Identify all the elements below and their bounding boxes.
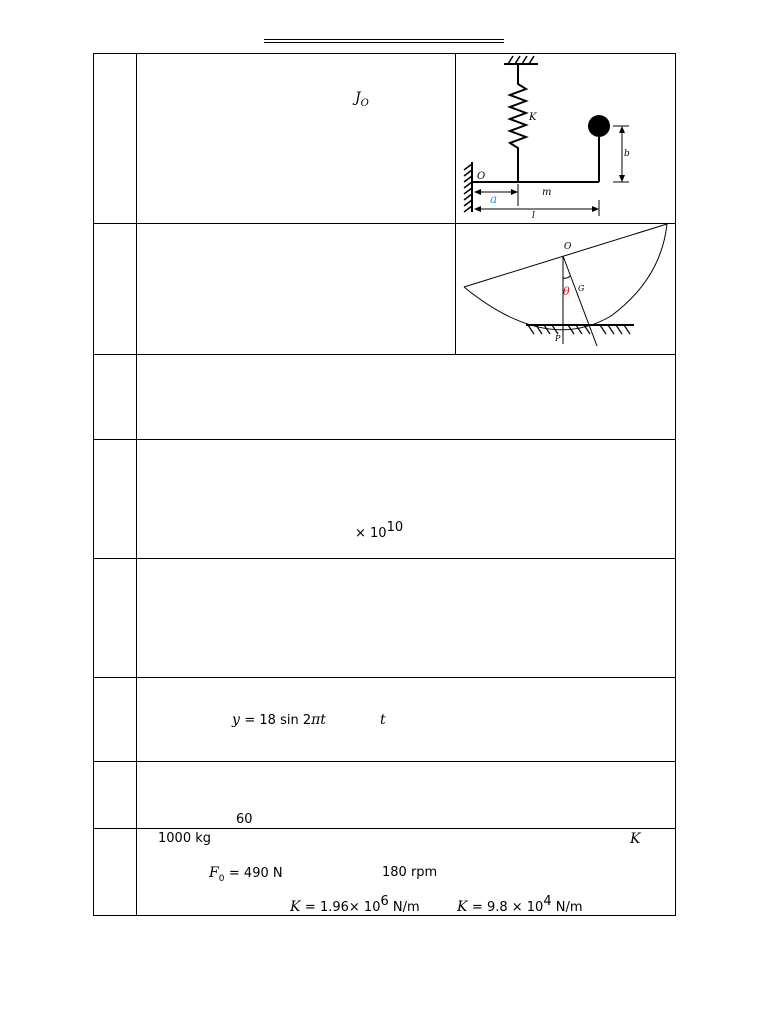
value-60: 60 [236, 812, 253, 827]
row-divider-4 [93, 558, 675, 559]
moment-of-inertia-symbol: JO [355, 90, 369, 109]
time-variable: t [380, 712, 386, 728]
row-divider-3 [93, 439, 675, 440]
row-divider-6 [93, 761, 675, 762]
mass-label: m [542, 187, 551, 198]
title-underline-bottom [264, 42, 504, 43]
dimension-l-label: l [532, 211, 535, 221]
row-divider-1 [93, 223, 675, 224]
centroid-label: G [578, 284, 585, 293]
spring-lever-figure: K O m b a l [463, 55, 630, 221]
rotational-speed: 180 rpm [382, 865, 438, 880]
dimension-b-label: b [624, 149, 630, 159]
figure-column-divider [455, 53, 456, 355]
row-divider-2 [93, 354, 675, 355]
dimension-a-label: a [490, 192, 497, 206]
power-of-ten-factor: × 1010 [355, 520, 404, 541]
row-divider-5 [93, 677, 675, 678]
spring-label: K [528, 112, 537, 123]
spring-icon [507, 64, 529, 182]
rocking-body-figure: O θ G P [463, 223, 668, 347]
number-column-divider [136, 53, 137, 915]
row-divider-7 [93, 828, 675, 829]
angle-label: θ [563, 285, 570, 298]
stiffness-symbol: K [630, 831, 641, 847]
mass-ball-icon [588, 115, 610, 137]
top-point-label: O [564, 242, 572, 252]
stiffness-option-2: K = 9.8 × 104 N/m [457, 894, 583, 915]
machine-mass: 1000 kg [158, 831, 211, 846]
force-amplitude: F0 = 490 N [209, 865, 283, 884]
question-table [93, 53, 676, 916]
title-underline-top [264, 39, 504, 40]
contact-point-label: P [554, 334, 561, 343]
displacement-equation: y = 18 sin 2πt [232, 712, 326, 728]
pivot-label: O [477, 171, 485, 182]
stiffness-option-1: K = 1.96× 106 N/m [290, 894, 420, 915]
